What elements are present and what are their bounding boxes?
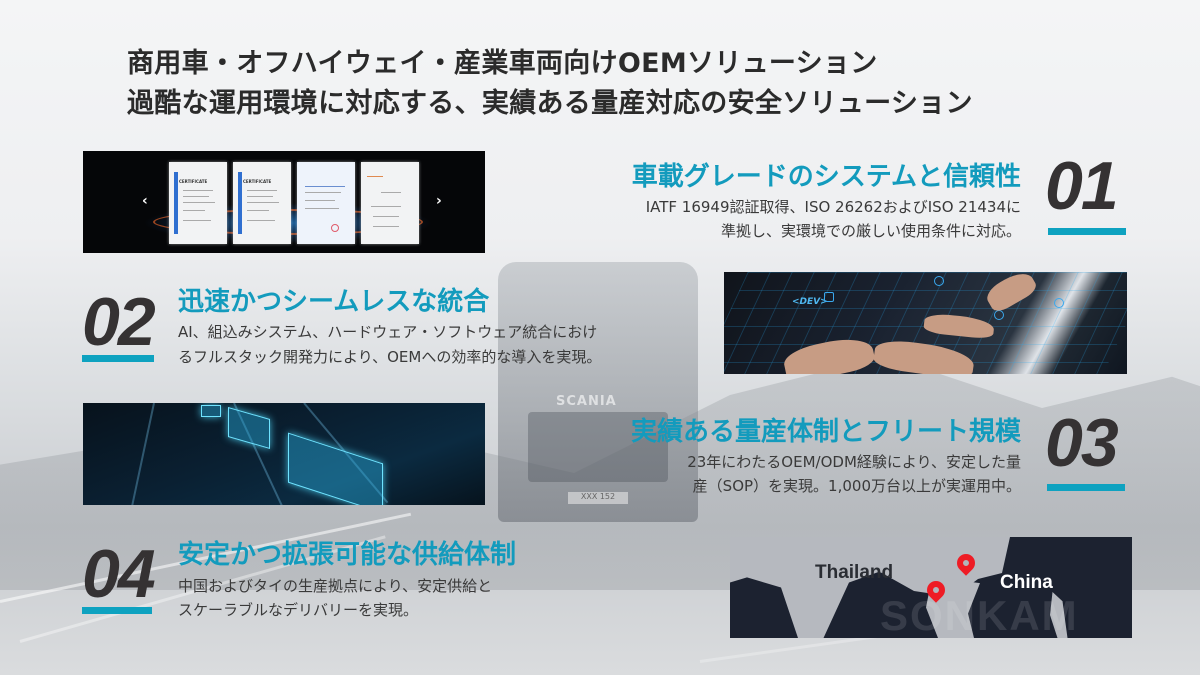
section-02-desc-line-2: るフルスタック開発力により、OEMへの効率的な導入を実現。: [178, 348, 602, 366]
background-truck: SCANIA XXX 152: [498, 262, 698, 522]
truck-hologram: [228, 406, 270, 450]
section-04-desc-line-2: スケーラブルなデリバリーを実現。: [178, 601, 419, 619]
section-03-title: 実績ある量産体制とフリート規模: [630, 417, 1021, 447]
section-01-desc-line-1: IATF 16949認証取得、ISO 26262およびISO 21434に: [645, 198, 1021, 216]
map-label-china: China: [1000, 572, 1053, 593]
certificates-carousel-image: CERTIFICATE CERTIFICATE ‹ ›: [83, 151, 485, 253]
section-01-accent-bar: [1048, 228, 1126, 235]
page-headline: 商用車・オフハイウェイ・産業車両向けOEMソリューション 過酷な運用環境に対応す…: [127, 44, 1107, 124]
section-02-desc-line-1: AI、組込みシステム、ハードウェア・ソフトウェア統合におけ: [178, 323, 598, 341]
map-label-thailand: Thailand: [815, 562, 894, 583]
section-02-title: 迅速かつシームレスな統合: [178, 287, 490, 317]
section-04-accent-bar: [82, 607, 152, 614]
section-03-desc-line-1: 23年にわたるOEM/ODM経験により、安定した量: [687, 453, 1021, 471]
cloud-icon: [1054, 298, 1064, 308]
certificate-card: CERTIFICATE: [233, 162, 291, 244]
gear-icon: [934, 276, 944, 286]
truck-hologram: [201, 405, 221, 417]
asia-map-image: SONKAM Thailand China: [730, 537, 1132, 638]
user-icon: [994, 310, 1004, 320]
truck-hologram: [288, 432, 383, 505]
truck-grille: [528, 412, 668, 482]
section-04-desc-line-1: 中国およびタイの生産拠点により、安定供給と: [178, 577, 493, 595]
lock-icon: [824, 292, 834, 302]
certificate-card: [297, 162, 355, 244]
section-01-title: 車載グレードのシステムと信頼性: [631, 162, 1021, 192]
dev-label: <DEV>: [792, 297, 828, 307]
section-04-number: 04: [82, 536, 156, 612]
map-watermark: SONKAM: [880, 592, 1079, 638]
headline-line-2: 過酷な運用環境に対応する、実績ある量産対応の安全ソリューション: [127, 88, 973, 119]
section-01-desc-line-2: 準拠し、実環境での厳しい使用条件に対応。: [720, 222, 1021, 240]
section-03-desc-line-2: 産（SOP）を実現。1,000万台以上が実運用中。: [692, 477, 1021, 495]
section-02-accent-bar: [82, 355, 154, 362]
section-02-number: 02: [82, 284, 156, 360]
section-03-accent-bar: [1047, 484, 1125, 491]
carousel-prev-button[interactable]: ‹: [142, 193, 148, 209]
section-03-number: 03: [1045, 405, 1119, 481]
carousel-next-button[interactable]: ›: [436, 193, 442, 209]
certificate-card: CERTIFICATE: [169, 162, 227, 244]
section-04-title: 安定かつ拡張可能な供給体制: [178, 540, 517, 570]
certificate-card: [361, 162, 419, 244]
developer-hands-image: <DEV>: [724, 272, 1127, 374]
truck-badge: SCANIA: [556, 394, 617, 409]
digital-truck-convoy-image: [83, 403, 485, 505]
headline-line-1: 商用車・オフハイウェイ・産業車両向けOEMソリューション: [127, 48, 878, 79]
truck-plate: XXX 152: [568, 492, 628, 504]
section-01-number: 01: [1045, 148, 1119, 224]
